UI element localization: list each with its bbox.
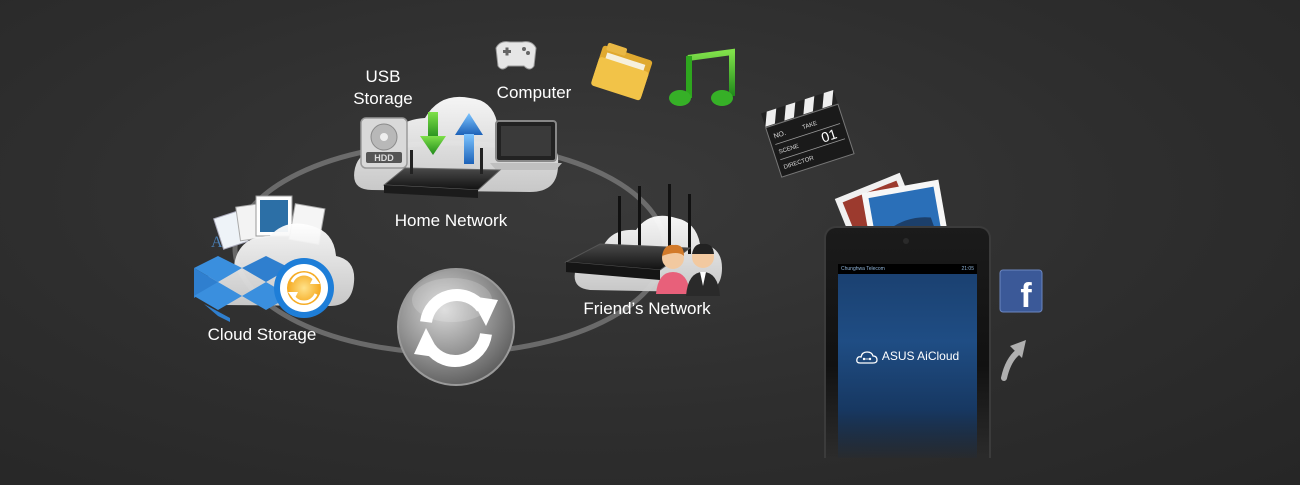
- status-bar: Chunghwa Telecom 21:05: [838, 264, 977, 274]
- cloud-storage-label: Cloud Storage: [207, 325, 317, 344]
- people-icon: [656, 243, 720, 296]
- aicloud-icon: [855, 351, 878, 364]
- usb-storage-label: USB Storage: [353, 67, 413, 108]
- computer-label: Computer: [496, 83, 572, 102]
- clock-label: 21:05: [961, 266, 974, 272]
- tablet-screen[interactable]: Chunghwa Telecom 21:05 ASUS AiCloud: [838, 264, 977, 458]
- friends-network-label: Friend’s Network: [583, 299, 711, 318]
- app-brand[interactable]: ASUS AiCloud: [838, 348, 977, 364]
- hdd-icon: HDD: [360, 117, 408, 169]
- curved-arrow-icon: [1001, 340, 1026, 381]
- friend-router-icon: [564, 184, 692, 280]
- sync-icon[interactable]: [397, 268, 515, 386]
- upload-arrow-icon: [455, 113, 483, 164]
- svg-text:TAKE: TAKE: [802, 121, 818, 131]
- tablet-device: Chunghwa Telecom 21:05 ASUS AiCloud: [824, 226, 991, 458]
- svg-text:f: f: [1020, 277, 1032, 315]
- svg-text:01: 01: [819, 125, 839, 145]
- svg-text:A: A: [211, 234, 223, 251]
- svg-text:HDD: HDD: [374, 153, 394, 163]
- svg-text:NO.: NO.: [773, 130, 787, 141]
- app-name-label: ASUS AiCloud: [881, 349, 960, 363]
- laptop-icon: [490, 120, 562, 170]
- gamepad-icon: [495, 41, 537, 70]
- facebook-icon[interactable]: f: [999, 269, 1043, 315]
- home-network-label: Home Network: [394, 211, 508, 230]
- camera-dot: [903, 238, 909, 244]
- folder-icon: [591, 42, 653, 101]
- orange-sync-icon: [274, 258, 334, 318]
- download-arrow-icon: [420, 112, 446, 155]
- clapperboard-icon: NO. SCENE TAKE 01 DIRECTOR: [761, 89, 855, 178]
- carrier-label: Chunghwa Telecom: [841, 266, 885, 272]
- home-router-icon: [382, 148, 502, 198]
- music-note-icon: [669, 48, 735, 106]
